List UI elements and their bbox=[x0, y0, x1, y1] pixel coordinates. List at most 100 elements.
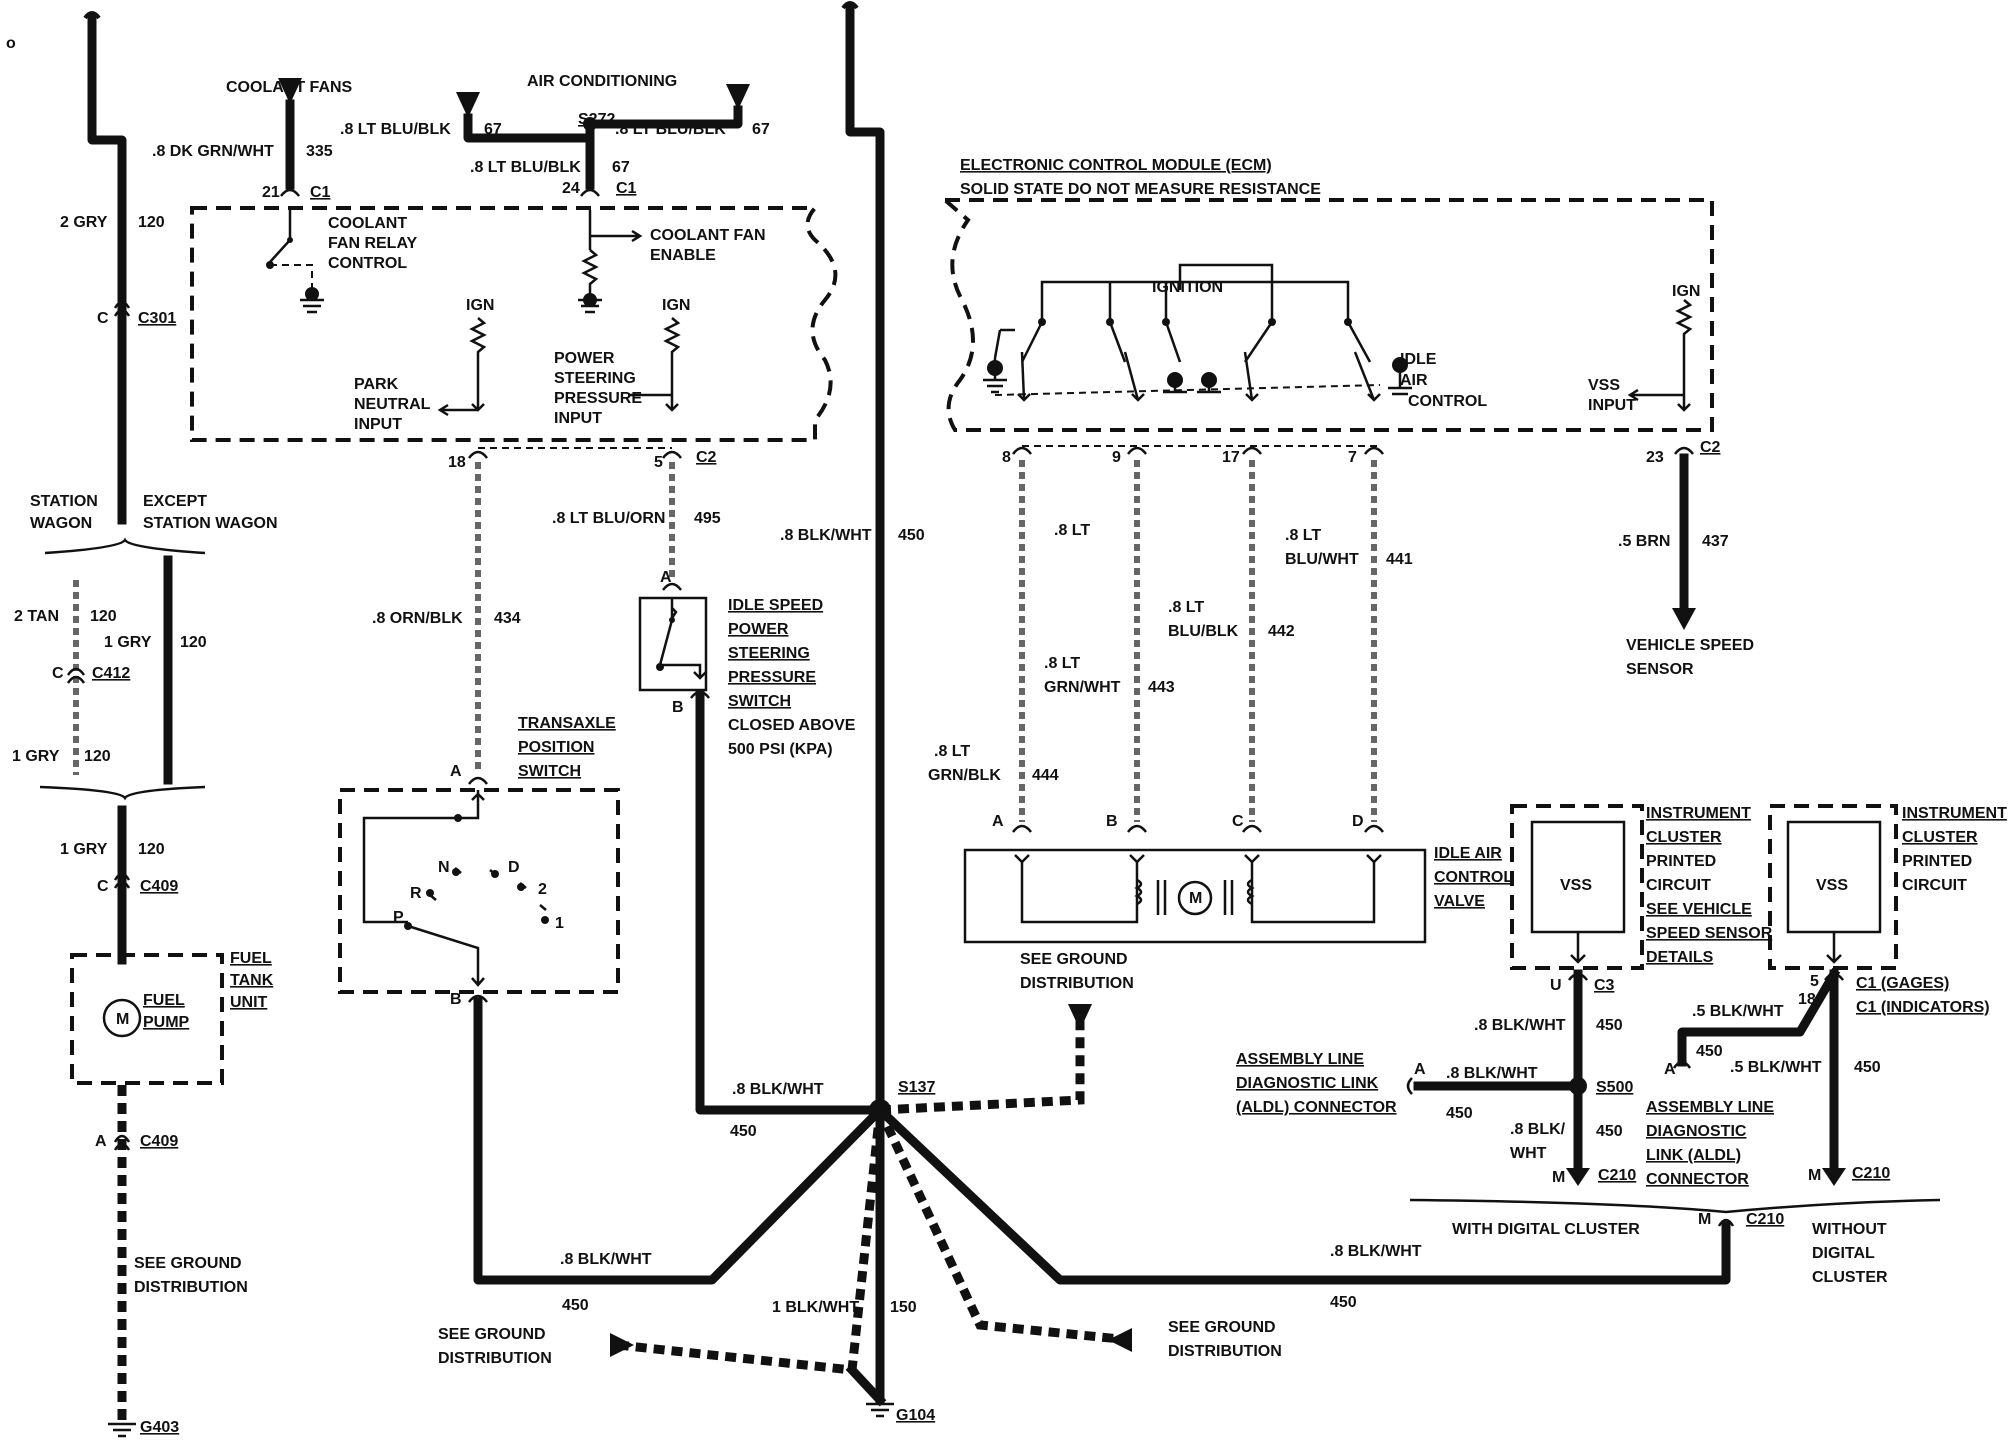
connector-pin: 21 bbox=[262, 184, 280, 201]
cluster-label: SEE VEHICLE bbox=[1646, 901, 1752, 918]
ground-reference: DISTRIBUTION bbox=[1020, 975, 1134, 992]
circuit-number: 441 bbox=[1386, 551, 1413, 568]
wire-label: .8 BLK/ bbox=[1510, 1121, 1566, 1138]
connector-pin: 24 bbox=[562, 180, 580, 197]
ground-reference: DISTRIBUTION bbox=[438, 1350, 552, 1367]
ground-reference: DISTRIBUTION bbox=[134, 1279, 248, 1296]
circuit-number: 120 bbox=[138, 841, 165, 858]
connector-pin: A bbox=[1414, 1061, 1426, 1078]
aldl-label: ASSEMBLY LINE bbox=[1646, 1099, 1774, 1116]
relay-label: COOLANT bbox=[328, 215, 407, 232]
wire-label: 1 BLK/WHT bbox=[772, 1299, 859, 1316]
iac-circuits: .8 LT .8 LT BLU/WHT 441 .8 LT BLU/BLK 44… bbox=[928, 460, 1513, 992]
wire-label: 1 GRY bbox=[60, 841, 108, 858]
motor-symbol: M bbox=[116, 1011, 129, 1028]
prndl-2: 2 bbox=[538, 881, 547, 898]
wire-label: .8 LT bbox=[1054, 522, 1090, 539]
wire-label: 1 GRY bbox=[12, 748, 60, 765]
transaxle-label: SWITCH bbox=[518, 763, 581, 780]
fuel-pump-label: FUEL bbox=[143, 992, 185, 1009]
circuit-number: 450 bbox=[1854, 1059, 1881, 1076]
cluster-label: CIRCUIT bbox=[1902, 877, 1967, 894]
vss-input-label: VSS bbox=[1588, 377, 1620, 394]
wire-label: WHT bbox=[1510, 1145, 1547, 1162]
ground-reference: SEE GROUND bbox=[1020, 951, 1128, 968]
park-neutral-label: PARK bbox=[354, 376, 399, 393]
enable-label: ENABLE bbox=[650, 247, 716, 264]
vss-input-label: INPUT bbox=[1588, 397, 1636, 414]
connector-c2: C2 bbox=[696, 449, 717, 466]
connector-pin: B bbox=[450, 991, 462, 1008]
connector-pin: C bbox=[52, 665, 64, 682]
ign-label: IGN bbox=[466, 297, 494, 314]
connector-pin: U bbox=[1550, 977, 1562, 994]
isps-label: POWER bbox=[728, 621, 789, 638]
air-conditioning-label: AIR CONDITIONING bbox=[527, 73, 677, 90]
park-neutral-label: INPUT bbox=[354, 416, 402, 433]
motor-symbol: M bbox=[1189, 890, 1202, 907]
circuit-number: 67 bbox=[484, 121, 502, 138]
cluster-label: INSTRUMENT bbox=[1646, 805, 1751, 822]
circuit-number: 120 bbox=[90, 608, 117, 625]
wire-label: BLU/BLK bbox=[1168, 623, 1239, 640]
connector-pin: A bbox=[992, 813, 1004, 830]
wire-label: .8 LT BLU/BLK bbox=[470, 159, 581, 176]
splice-s500: S500 bbox=[1596, 1079, 1633, 1096]
circuit-number: 450 bbox=[1596, 1123, 1623, 1140]
cluster-label: CLUSTER bbox=[1646, 829, 1722, 846]
connector-pin: A bbox=[660, 569, 672, 586]
isps-label: CLOSED ABOVE bbox=[728, 717, 856, 734]
wire-label: .8 LT bbox=[1285, 527, 1321, 544]
circuit-number: 442 bbox=[1268, 623, 1295, 640]
ground-reference: SEE GROUND bbox=[1168, 1319, 1276, 1336]
connector-c409: C409 bbox=[140, 878, 178, 895]
isps-label: IDLE SPEED bbox=[728, 597, 823, 614]
circuit-number: 450 bbox=[1330, 1294, 1357, 1311]
vehicle-speed-sensor-label: SENSOR bbox=[1626, 661, 1694, 678]
wire-label: .8 LT bbox=[934, 743, 970, 760]
wire-label: .8 LT BLU/ORN bbox=[552, 510, 665, 527]
circuit-number: 67 bbox=[612, 159, 630, 176]
connector-c409: C409 bbox=[140, 1133, 178, 1150]
prndl-1: 1 bbox=[555, 915, 564, 932]
circuit-number: 450 bbox=[730, 1123, 757, 1140]
isps-label: STEERING bbox=[728, 645, 810, 662]
circuit-number: 450 bbox=[1446, 1105, 1473, 1122]
connector-c210: C210 bbox=[1852, 1165, 1890, 1182]
variant-note: WITHOUT bbox=[1812, 1221, 1887, 1238]
ecm-warning: SOLID STATE DO NOT MEASURE RESISTANCE bbox=[960, 181, 1321, 198]
transaxle-label: TRANSAXLE bbox=[518, 715, 616, 732]
vss-box-label: VSS bbox=[1816, 877, 1848, 894]
circuit-number: 335 bbox=[306, 143, 333, 160]
ground-reference: SEE GROUND bbox=[438, 1326, 546, 1343]
connector-pin: 8 bbox=[1002, 449, 1011, 466]
iac-valve-label: CONTROL bbox=[1434, 869, 1513, 886]
aldl-label: DIAGNOSTIC bbox=[1646, 1123, 1747, 1140]
iac-label: AIR bbox=[1400, 372, 1428, 389]
wire-label: .8 ORN/BLK bbox=[372, 610, 463, 627]
corner-mark: o bbox=[6, 35, 16, 52]
connector-pin: 18 bbox=[1798, 991, 1816, 1008]
note-except: STATION WAGON bbox=[143, 515, 278, 532]
connector-pin: C bbox=[1232, 813, 1244, 830]
prndl-d: D bbox=[508, 859, 520, 876]
circuit-number: 150 bbox=[890, 1299, 917, 1316]
connector-pin: A bbox=[95, 1133, 107, 1150]
relay-label: FAN RELAY bbox=[328, 235, 418, 252]
circuit-number: 495 bbox=[694, 510, 721, 527]
wire-label: .8 BLK/WHT bbox=[560, 1251, 652, 1268]
connector-c301: C301 bbox=[138, 310, 176, 327]
variant-note: DIGITAL bbox=[1812, 1245, 1875, 1262]
connector-pin: M bbox=[1808, 1167, 1821, 1184]
ground-trunk: .8 BLK/WHT 450 .8 BLK/WHT 450 S137 .8 BL… bbox=[438, 1, 1731, 1424]
transaxle-label: POSITION bbox=[518, 739, 594, 756]
connector-pin: D bbox=[1352, 813, 1364, 830]
cluster-label: PRINTED bbox=[1646, 853, 1716, 870]
ign-label: IGN bbox=[1672, 283, 1700, 300]
fuel-pump-circuit: o 2 GRY 120 C C301 STATION WAGON EXCEPT … bbox=[6, 11, 278, 1438]
switch-circuits: .8 LT BLU/ORN 495 .8 ORN/BLK 434 A IDLE … bbox=[338, 462, 887, 1285]
connector-pin: 17 bbox=[1222, 449, 1240, 466]
connector-pin: 9 bbox=[1112, 449, 1121, 466]
coolant-fans-label: COOLANT FANS bbox=[226, 79, 353, 96]
